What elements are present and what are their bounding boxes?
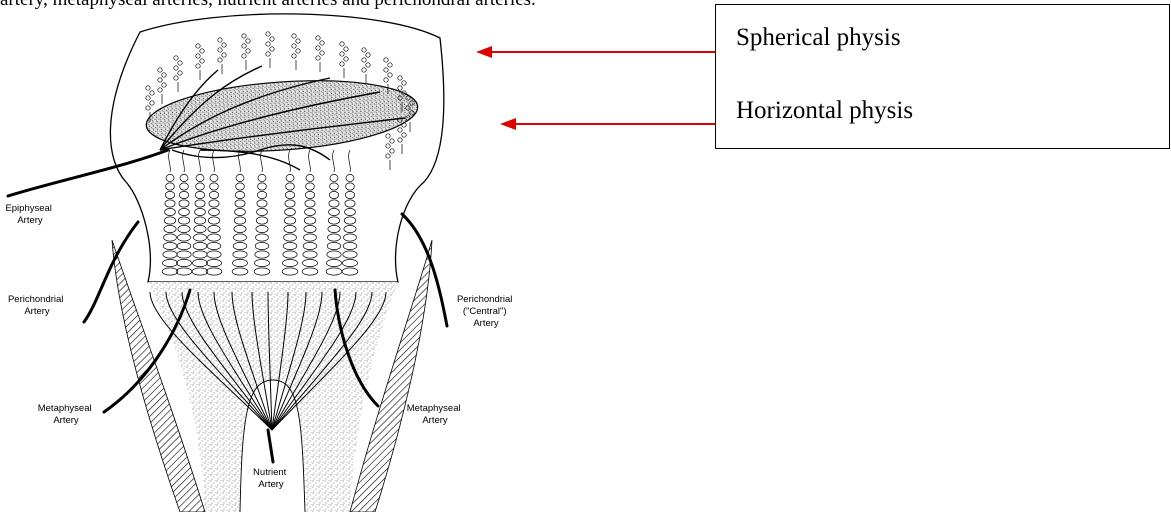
label-metaphyseal-artery-left: Metaphyseal Artery [38,403,95,426]
pointer-arrows [476,46,736,130]
label-perichondrial-artery-left: Perichondrial Artery [8,294,66,317]
label-spherical-physis: Spherical physis [736,23,901,53]
physis-label-box: Spherical physis Horizontal physis [715,4,1170,149]
label-perichondrial-artery-right: Perichondrial ("Central") Artery [457,294,515,329]
label-epiphyseal-artery: Epiphyseal Artery [5,203,54,226]
label-metaphyseal-artery-right: Metaphyseal Artery [407,403,464,426]
nutrient-artery [268,430,273,462]
label-nutrient-artery: Nutrient Artery [253,467,289,490]
arrowhead-horizontal [500,118,516,130]
label-horizontal-physis: Horizontal physis [736,96,913,126]
arrowhead-spherical [476,46,492,58]
